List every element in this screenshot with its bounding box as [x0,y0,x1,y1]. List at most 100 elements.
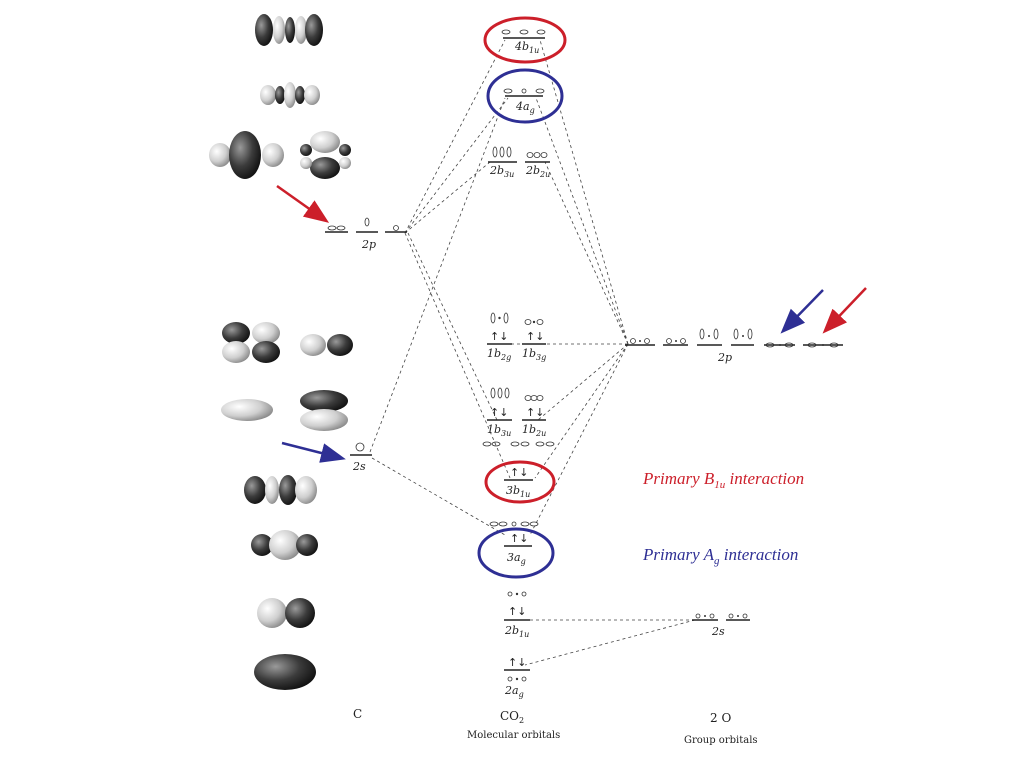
electron-pair-1b2g: ↑↓ [490,330,508,343]
oxygen-2s-label: 2s [711,625,725,638]
mo-level-2b2u: 2b2u [525,152,550,179]
mo-label-2ag: 2a [504,684,519,697]
mo-sub-1b3g: 3g [536,353,546,362]
mo-label-1b3u: 1b [487,423,501,436]
svg-text:2ag: 2ag [504,684,524,699]
annotation-ag: Primary Ag interaction [642,545,798,567]
mo-level-4b1u: 4b1u [501,29,546,55]
svg-text:3ag: 3ag [507,551,526,566]
mo-label-1b2g: 1b [487,347,501,360]
oxygen-2p-label: 2p [717,351,732,364]
electron-pair-3ag: ↑↓ [510,532,528,545]
mo-sub-4b1u: 1u [529,46,539,55]
svg-text:1b3u: 1b3u [487,423,511,438]
orbital-picture-1b3u [221,399,273,421]
mo-sub-1b2u: 2u [535,429,546,438]
mo-level-1b3u: ↑↓ 1b3u [487,387,512,438]
orbital-picture-2b1u [257,598,315,628]
orbital-picture-4b1u [255,14,323,46]
mo-sub-2b1u: 1u [519,630,529,639]
highlight-4b1u [483,16,567,64]
red-arrow-oxygen-2p [822,287,867,334]
mo-sub-2b2u: 2u [539,170,550,179]
highlight-3b1u [484,460,556,504]
mo-level-3ag: ↑↓ 3ag [489,521,539,566]
blue-arrow-carbon-2s [281,441,346,463]
orbital-picture-2b2u [300,131,351,179]
column-label-co2-main: CO [500,709,519,723]
mo-pictures-column [209,14,353,690]
mo-level-4ag: 4ag [503,88,545,115]
mo-sub-3ag: g [521,557,526,566]
annotation-ag-suffix: interaction [720,545,799,564]
carbon-2s-level: 2s [350,442,372,473]
electron-pair-1b3u: ↑↓ [490,406,508,419]
svg-text:2b3u: 2b3u [489,164,514,179]
mo-level-2b3u: 2b3u [488,146,517,179]
orbital-picture-2ag [254,654,316,690]
annotation-ag-prefix: Primary A [642,545,715,564]
carbon-2p-levels: 2p [325,217,407,251]
column-label-carbon: C [353,707,362,721]
mo-level-3b1u: ↑↓ 3b1u [504,466,533,499]
carbon-2p-label: 2p [361,238,376,251]
electron-pair-1b2u: ↑↓ [526,406,544,419]
highlight-4ag [486,68,564,124]
orbital-sketch-row [482,441,555,447]
column-label-co2-sub: 2 [519,716,524,725]
svg-text:4b1u: 4b1u [514,40,539,55]
mo-sub-1b3u: 3u [501,429,511,438]
svg-text:4ag: 4ag [515,100,535,115]
mo-label-2b2u: 2b [525,164,540,177]
annotation-b1u-suffix: interaction [725,469,804,488]
oxygen-2p-levels: 2p [625,328,843,364]
svg-text:1b3g: 1b3g [522,347,546,362]
orbital-picture-1b2u [300,390,348,431]
mo-sub-2b3u: 3u [504,170,514,179]
highlight-3ag [477,527,555,579]
electron-pair-1b3g: ↑↓ [526,330,544,343]
annotation-b1u: Primary B1u interaction [642,469,804,491]
orbital-picture-3b1u [244,475,317,505]
mo-sub-1b2g: 2g [500,353,511,362]
column-caption-co2: Molecular orbitals [467,730,560,741]
mo-sub-3b1u: 1u [520,490,530,499]
orbital-picture-2b3u [209,131,284,179]
svg-text:2b1u: 2b1u [504,624,529,639]
annotation-b1u-sub: 1u [714,479,726,491]
electron-pair-2ag: ↑↓ [508,656,526,669]
mo-label-4ag: 4a [515,100,530,113]
column-label-oxygen: 2 O [710,711,731,725]
mo-label-4b1u: 4b [514,40,529,53]
orbital-picture-1b2g [222,322,280,363]
mo-label-2b1u: 2b [504,624,519,637]
red-arrow-carbon-2p [276,184,330,223]
mo-label-3b1u: 3b [506,484,520,497]
mo-sub-2ag: g [519,690,524,699]
svg-text:2b2u: 2b2u [525,164,550,179]
column-label-co2: CO2 [500,709,524,725]
mo-label-1b2u: 1b [522,423,536,436]
electron-pair-2b1u: ↑↓ [508,605,526,618]
mo-level-2ag: ↑↓ 2ag [504,656,530,699]
mo-level-2b1u: ↑↓ 2b1u [504,591,530,639]
mo-level-1b2u: ↑↓ 1b2u [522,395,546,438]
annotation-b1u-prefix: Primary B [642,469,715,488]
annotation-ag-sub: g [714,555,720,567]
svg-text:1b2g: 1b2g [487,347,511,362]
blue-arrow-oxygen-2p [780,289,824,334]
orbital-picture-3ag [251,530,318,560]
mo-label-2b3u: 2b [489,164,504,177]
orbital-picture-4ag [260,82,320,108]
mo-label-3ag: 3a [507,551,521,564]
mo-level-1b3g: ↑↓ 1b3g [522,319,546,362]
mo-sub-4ag: g [530,106,535,115]
mo-label-1b3g: 1b [522,347,536,360]
carbon-2s-label: 2s [352,460,366,473]
correlation-lines [369,39,696,666]
column-caption-oxygen: Group orbitals [684,735,758,746]
svg-text:1b2u: 1b2u [522,423,546,438]
orbital-picture-1b3g [300,334,353,356]
